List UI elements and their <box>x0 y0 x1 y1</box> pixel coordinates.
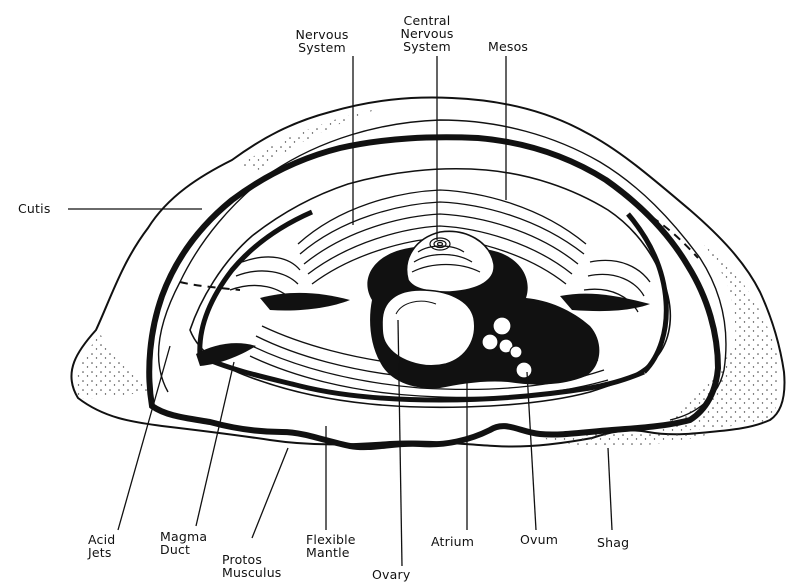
label-mesos: Mesos <box>488 40 528 53</box>
leader-shag <box>608 448 612 530</box>
label-ovum: Ovum <box>520 533 558 546</box>
label-cutis: Cutis <box>18 202 51 215</box>
ovum-4 <box>510 346 522 358</box>
ovum-2 <box>482 334 498 350</box>
label-ovary: Ovary <box>372 568 410 581</box>
label-atrium: Atrium <box>431 535 474 548</box>
label-shag: Shag <box>597 536 629 549</box>
ovum-1 <box>493 317 511 335</box>
ovum-5 <box>516 362 532 378</box>
leader-protos-musculus <box>252 448 288 538</box>
